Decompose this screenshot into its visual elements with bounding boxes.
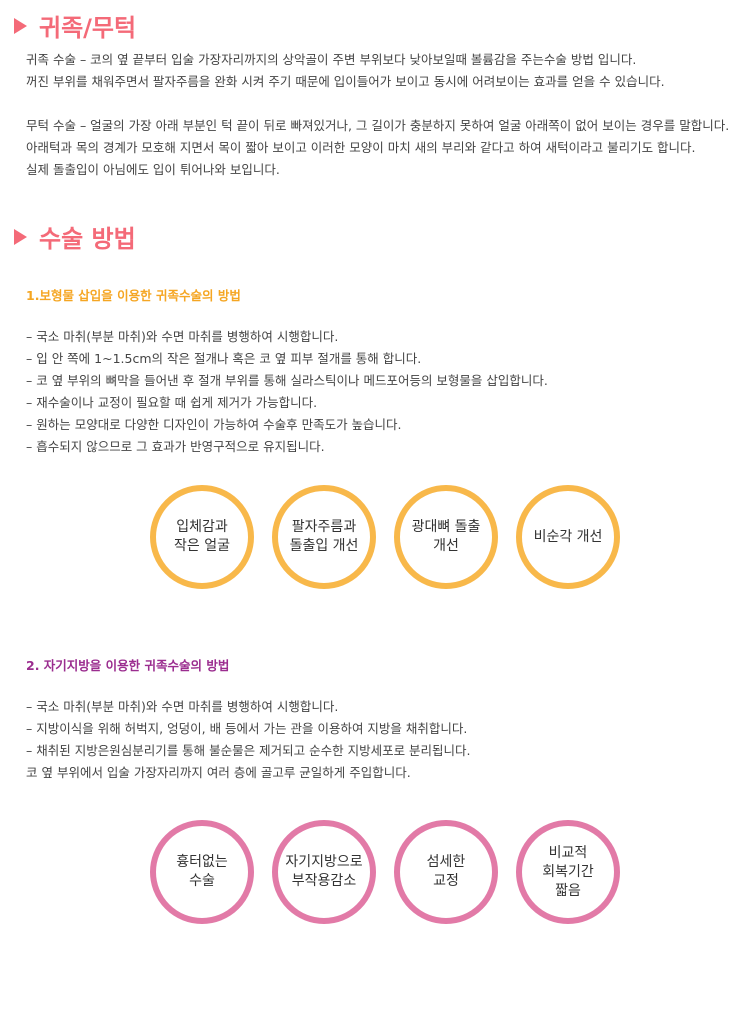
- method-2-heading: 2. 자기지방을 이용한 귀족수술의 방법: [26, 658, 230, 673]
- section-title-text: 귀족/무턱: [39, 14, 137, 42]
- list-item: – 원하는 모양대로 다양한 디자인이 가능하여 수술후 만족도가 높습니다.: [26, 417, 402, 432]
- list-item: – 국소 마취(부분 마취)와 수면 마취를 병행하여 시행합니다.: [26, 329, 339, 344]
- circle-text: 자기지방으로: [285, 854, 363, 870]
- section-title-1: 귀족/무턱: [14, 8, 136, 43]
- benefit-circle: 흉터없는 수술: [150, 820, 254, 924]
- text-line: 아래턱과 목의 경계가 모호해 지면서 목이 짧아 보이고 이러한 모양이 마치…: [26, 140, 696, 155]
- text-line: 실제 돌출입이 아님에도 입이 튀어나와 보입니다.: [26, 162, 280, 177]
- circle-text: 돌출입 개선: [289, 538, 359, 554]
- method-1-heading: 1.보형물 삽입을 이용한 귀족수술의 방법: [26, 288, 241, 303]
- benefit-circle: 자기지방으로 부작용감소: [272, 820, 376, 924]
- text-line: 귀족 수술 – 코의 옆 끝부터 입술 가장자리까지의 상악골이 주변 부위보다…: [26, 52, 637, 67]
- circle-text: 섬세한: [426, 854, 466, 870]
- circle-text: 부작용감소: [291, 873, 357, 889]
- circle-text: 흉터없는: [176, 854, 228, 870]
- triangle-bullet-icon: [14, 228, 27, 245]
- benefit-circle: 비교적 회복기간 짧음: [516, 820, 620, 924]
- text-line: 꺼진 부위를 채워주면서 팔자주름을 완화 시켜 주기 때문에 입이들어가 보이…: [26, 74, 665, 89]
- list-item: – 흡수되지 않으므로 그 효과가 반영구적으로 유지됩니다.: [26, 439, 325, 454]
- method-2-list: – 국소 마취(부분 마취)와 수면 마취를 병행하여 시행합니다. – 지방이…: [26, 696, 471, 784]
- description-paragraph-1: 귀족 수술 – 코의 옆 끝부터 입술 가장자리까지의 상악골이 주변 부위보다…: [26, 49, 665, 93]
- benefit-circle: 광대뼈 돌출 개선: [394, 485, 498, 589]
- description-paragraph-2: 무턱 수술 – 얼굴의 가장 아래 부분인 턱 끝이 뒤로 빠져있거나, 그 길…: [26, 115, 729, 181]
- list-item: – 채취된 지방은원심분리기를 통해 불순물은 제거되고 순수한 지방세포로 분…: [26, 743, 471, 758]
- list-item: – 코 옆 부위의 뼈막을 들어낸 후 절개 부위를 통해 실라스틱이나 메드포…: [26, 373, 548, 388]
- circle-text: 교정: [433, 873, 459, 889]
- circle-text: 비교적: [548, 844, 588, 861]
- method-2-benefit-circles: 흉터없는 수술 자기지방으로 부작용감소 섬세한 교정 비교적 회복기간 짧음: [150, 820, 638, 924]
- section-title-text: 수술 방법: [39, 225, 136, 253]
- method-1-benefit-circles: 입체감과 작은 얼굴 팔자주름과 돌출입 개선 광대뼈 돌출 개선 비순각 개선: [150, 485, 638, 589]
- list-item: – 지방이식을 위해 허벅지, 엉덩이, 배 등에서 가는 관을 이용하여 지방…: [26, 721, 468, 736]
- circle-text: 작은 얼굴: [174, 538, 230, 554]
- section-title-2: 수술 방법: [14, 219, 136, 254]
- circle-text: 팔자주름과: [291, 519, 357, 535]
- benefit-circle: 팔자주름과 돌출입 개선: [272, 485, 376, 589]
- list-item: – 재수술이나 교정이 필요할 때 쉽게 제거가 가능합니다.: [26, 395, 318, 410]
- circle-text: 입체감과: [176, 519, 228, 535]
- circle-text: 회복기간: [542, 863, 594, 880]
- circle-text: 짧음: [555, 882, 581, 899]
- list-item: – 국소 마취(부분 마취)와 수면 마취를 병행하여 시행합니다.: [26, 699, 339, 714]
- circle-text: 수술: [189, 873, 215, 889]
- text-line: 무턱 수술 – 얼굴의 가장 아래 부분인 턱 끝이 뒤로 빠져있거나, 그 길…: [26, 118, 730, 133]
- benefit-circle: 비순각 개선: [516, 485, 620, 589]
- list-item: – 입 안 쪽에 1~1.5cm의 작은 절개나 혹은 코 옆 피부 절개를 통…: [26, 351, 422, 366]
- circle-text: 광대뼈 돌출: [411, 519, 481, 535]
- method-1-list: – 국소 마취(부분 마취)와 수면 마취를 병행하여 시행합니다. – 입 안…: [26, 326, 548, 458]
- triangle-bullet-icon: [14, 17, 27, 34]
- benefit-circle: 입체감과 작은 얼굴: [150, 485, 254, 589]
- list-item: 코 옆 부위에서 입술 가장자리까지 여러 층에 골고루 균일하게 주입합니다.: [26, 765, 411, 780]
- benefit-circle: 섬세한 교정: [394, 820, 498, 924]
- circle-text: 비순각 개선: [533, 528, 603, 545]
- circle-text: 개선: [433, 538, 459, 554]
